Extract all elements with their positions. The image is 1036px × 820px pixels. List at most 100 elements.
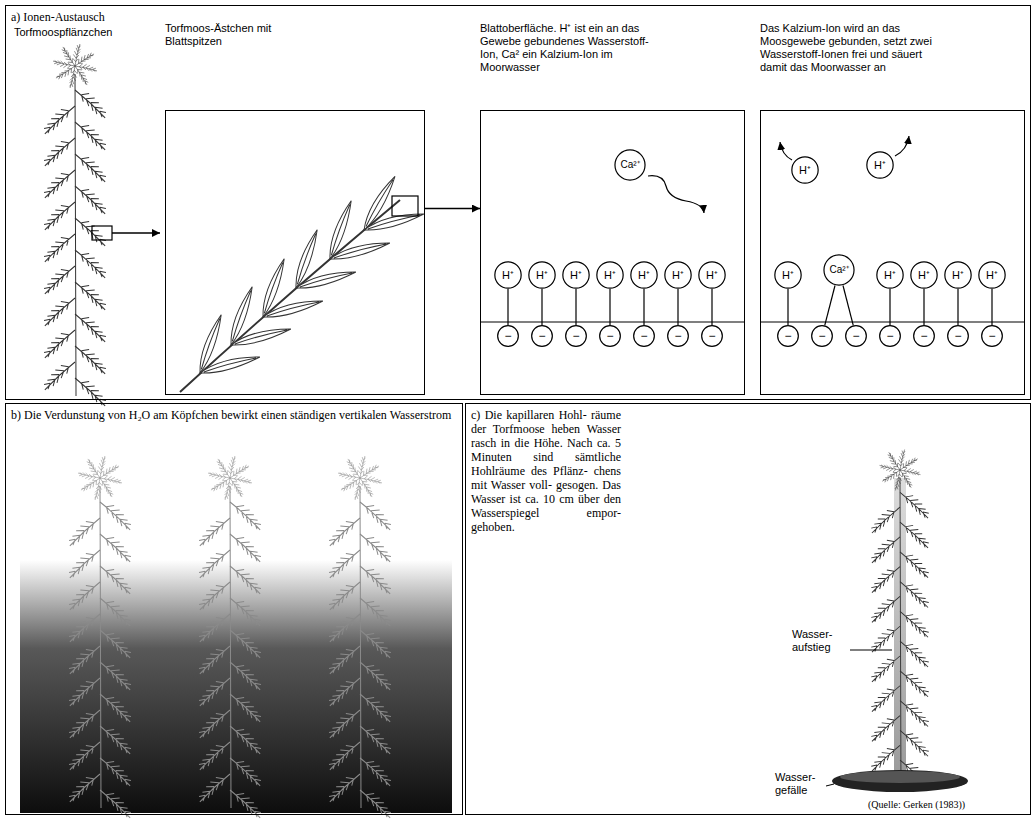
ion-symbol: −	[640, 330, 647, 342]
ion-symbol: −	[504, 330, 511, 342]
charge-site: −	[565, 325, 587, 347]
circle-outline	[792, 157, 818, 183]
ion-symbol: −	[954, 330, 961, 342]
hydrogen-ion: H⁺	[698, 261, 726, 289]
bond-line	[843, 285, 853, 325]
circle-outline	[615, 150, 645, 180]
ion-symbol: H⁺	[570, 270, 582, 281]
branch-detail	[230, 324, 292, 349]
circle-outline	[824, 255, 854, 285]
hydrogen-ion: H⁺	[494, 261, 522, 289]
branch-detail	[295, 267, 357, 292]
zoom-frame	[92, 226, 112, 240]
bond-line	[575, 289, 576, 325]
callout-label: Wasser- aufstieg	[792, 628, 848, 654]
ion-exchange-box: Das Kalzium-Ion wird an das Moosgewebe g…	[760, 22, 1025, 395]
leader-line	[826, 784, 834, 786]
ion-symbol: H⁺	[502, 270, 514, 281]
panel-heading: a) Ionen-Austausch	[11, 10, 311, 24]
circle-outline	[529, 262, 555, 288]
box-heading: Blattoberfläche. H⁺ ist ein an das Geweb…	[480, 22, 665, 74]
charge-site: −	[667, 325, 689, 347]
charge-site: −	[633, 325, 655, 347]
bond-line	[507, 289, 508, 325]
circle-outline	[563, 262, 589, 288]
hydrogen-ion: H⁺	[978, 261, 1006, 289]
bond-line	[787, 289, 788, 325]
circle-outline	[665, 262, 691, 288]
charge-site: −	[811, 325, 833, 347]
charge-site: −	[701, 325, 723, 347]
ion-symbol: −	[606, 330, 613, 342]
panel-caption: b) Die Verdunstung von H₂O am Köpfchen b…	[11, 408, 455, 422]
circle-outline	[778, 326, 799, 347]
ion-symbol: H⁺	[604, 270, 616, 281]
ion-symbol: H⁺	[782, 270, 794, 281]
connector-group	[425, 209, 992, 326]
charge-site: −	[879, 325, 901, 347]
hydrogen-ion: H⁺	[866, 151, 894, 179]
hydrogen-ion: H⁺	[791, 156, 819, 184]
charge-site: −	[599, 325, 621, 347]
charge-site: −	[947, 325, 969, 347]
connector-arrow	[425, 208, 480, 210]
ion-symbol: H⁺	[918, 270, 930, 281]
box-heading: Torfmoos-Ästchen mit Blattspitzen	[165, 22, 315, 48]
circle-outline	[699, 262, 725, 288]
hydrogen-ion: H⁺	[944, 261, 972, 289]
ion-symbol: −	[784, 330, 791, 342]
hydrogen-ion: H⁺	[910, 261, 938, 289]
hydrogen-ion: H⁺	[596, 261, 624, 289]
hydrogen-ion: H⁺	[630, 261, 658, 289]
box-frame	[165, 110, 425, 395]
leader-line	[850, 650, 892, 651]
moss-plant	[323, 456, 396, 819]
panel-box: c) Die kapillaren Hohl- räume der Torfmo…	[465, 403, 1031, 815]
circle-outline	[812, 326, 833, 347]
circle-outline	[877, 262, 903, 288]
ion-symbol: −	[920, 330, 927, 342]
bond-line	[609, 289, 610, 325]
callout-label: Wasser- gefälle	[775, 771, 825, 797]
moss-plant	[63, 456, 136, 819]
ion-symbol: H⁺	[799, 165, 811, 176]
moss-plant	[193, 456, 266, 819]
circle-outline	[911, 262, 937, 288]
ion-symbol: −	[852, 330, 859, 342]
moss-plant	[38, 44, 111, 407]
charge-site: −	[531, 325, 553, 347]
moss-plant	[38, 44, 111, 407]
circle-outline	[945, 262, 971, 288]
ion-movement-arrow	[895, 136, 909, 156]
source-note: (Quelle: Gerken (1983))	[868, 799, 1028, 811]
figure-label: Torfmoospflänzchen	[14, 26, 144, 39]
ion-symbol: −	[572, 330, 579, 342]
box-heading: Das Kalzium-Ion wird an das Moosgewebe g…	[760, 22, 945, 74]
circle-outline	[566, 326, 587, 347]
ion-symbol: H⁺	[884, 270, 896, 281]
calcium-ion: Ca²⁺	[614, 149, 646, 181]
charge-site: −	[845, 325, 867, 347]
circle-outline	[495, 262, 521, 288]
circle-outline	[982, 326, 1003, 347]
ion-exchange-box: Blattoberfläche. H⁺ ist ein an das Geweb…	[480, 22, 745, 395]
circle-outline	[867, 152, 893, 178]
ion-symbol: −	[886, 330, 893, 342]
branch-detail	[262, 296, 324, 321]
bond-line	[889, 289, 890, 325]
bond-line	[957, 289, 958, 325]
box-frame	[760, 110, 1025, 395]
hydrogen-ion: H⁺	[876, 261, 904, 289]
hydrogen-ion: H⁺	[528, 261, 556, 289]
circle-outline	[634, 326, 655, 347]
ion-symbol: −	[818, 330, 825, 342]
source-note: (Quelle: Gerken (1983))	[868, 799, 1028, 811]
ion-symbol: H⁺	[986, 270, 998, 281]
box-frame	[480, 110, 745, 395]
branch-detail	[329, 238, 391, 263]
branch-detail	[199, 352, 261, 377]
ion-symbol: Ca²⁺	[620, 160, 639, 170]
ion-symbol: H⁺	[536, 270, 548, 281]
charge-site: −	[497, 325, 519, 347]
bond-line	[825, 285, 835, 325]
